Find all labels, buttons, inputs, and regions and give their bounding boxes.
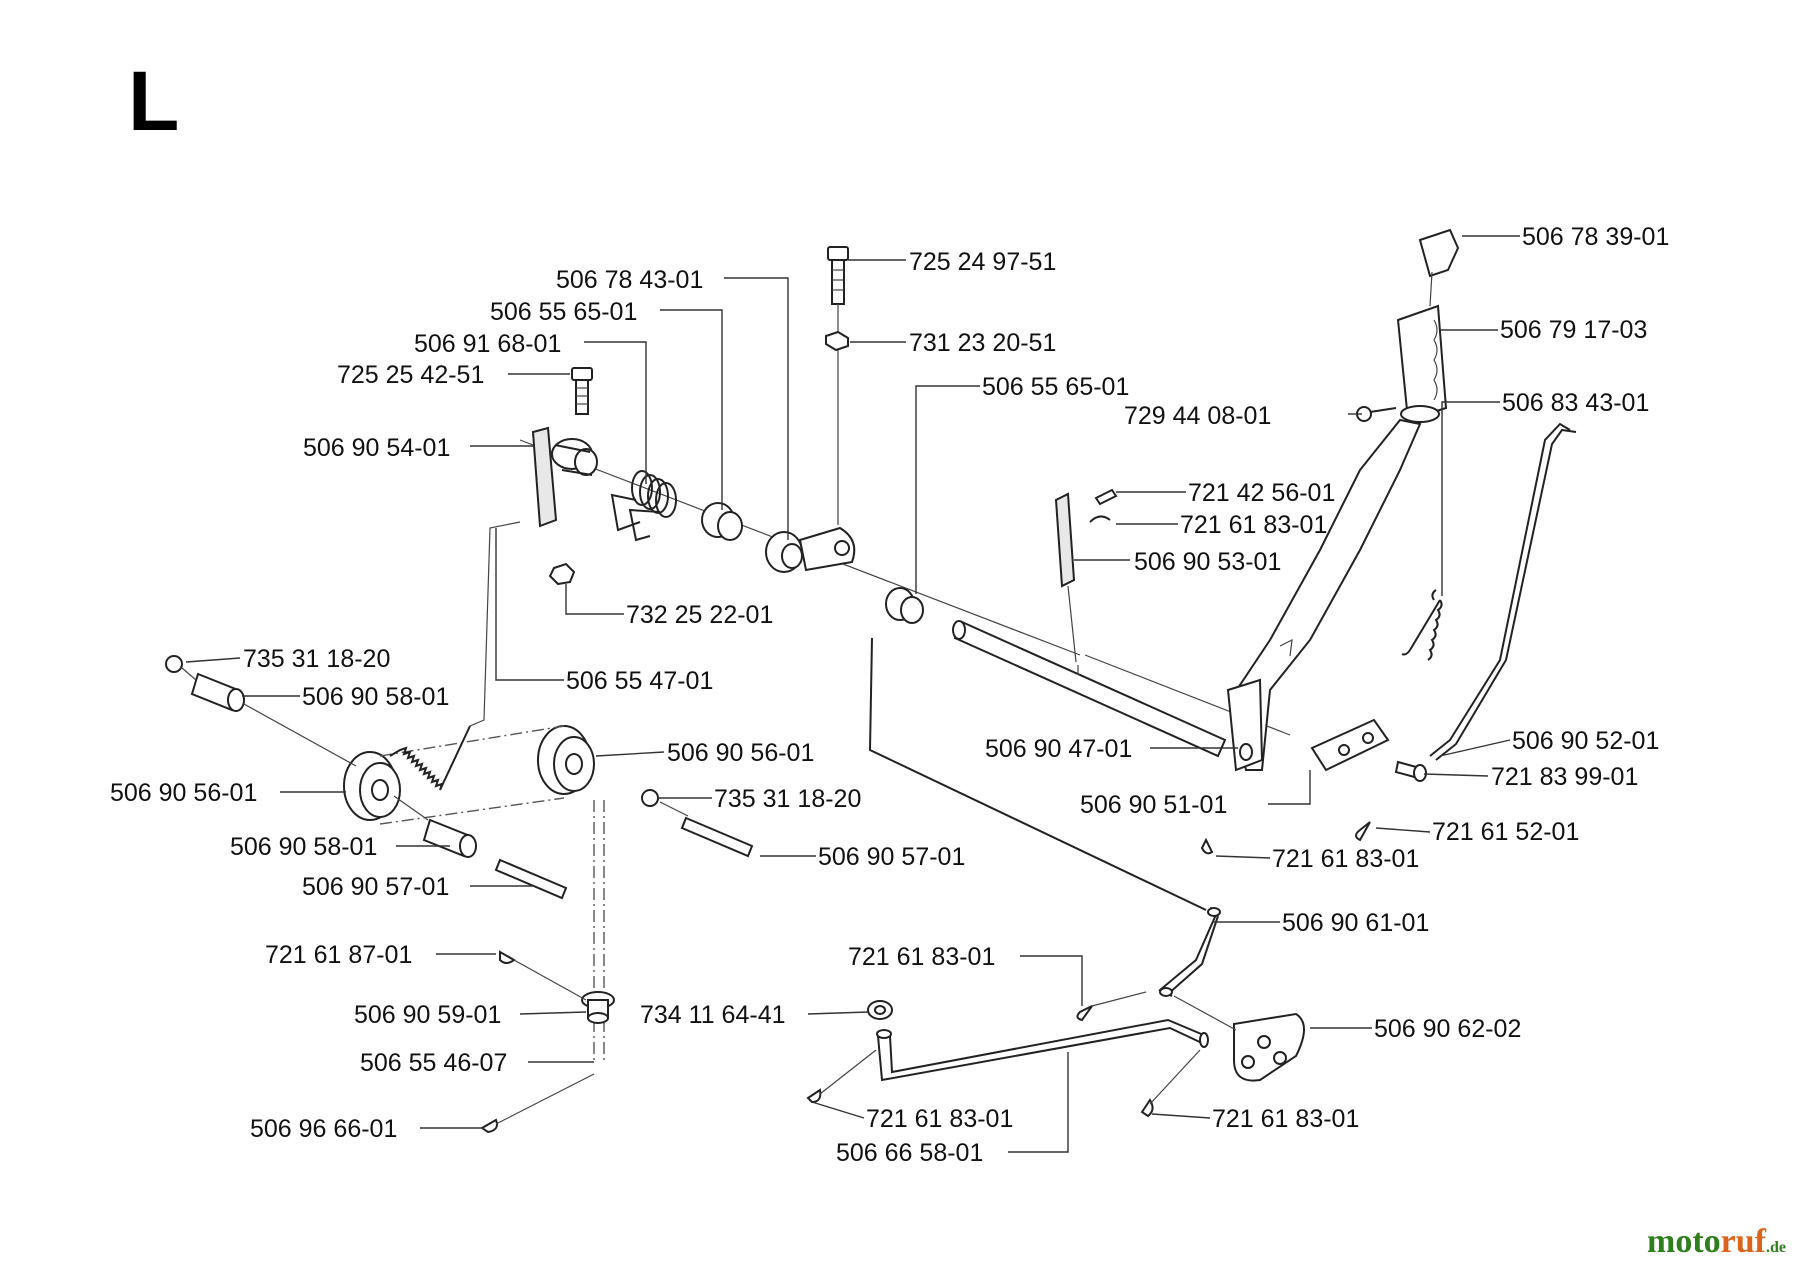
part-label[interactable]: 506 90 61-01 — [1282, 909, 1429, 937]
part-label[interactable]: 734 11 64-41 — [640, 1001, 786, 1029]
extension-spring-part — [389, 725, 471, 791]
part-label[interactable]: 721 61 83-01 — [1180, 511, 1327, 539]
leader-lines — [185, 235, 1520, 1153]
part-number-labels: 506 78 39-01 725 24 97-51 506 78 43-01 5… — [110, 223, 1669, 1167]
part-label[interactable]: 735 31 18-20 — [714, 785, 861, 813]
spacer-part — [422, 818, 477, 858]
crank-rod-part — [868, 637, 1221, 997]
cotter-pin-part — [1200, 837, 1214, 855]
nut-part — [548, 562, 576, 586]
bolt-part — [571, 367, 593, 415]
site-watermark: motoruf.de — [1647, 1223, 1786, 1260]
diagram-title: L — [128, 54, 179, 148]
lever-arm-main-part — [1226, 418, 1422, 772]
spacer-part — [190, 672, 245, 712]
part-label[interactable]: 506 55 65-01 — [490, 298, 637, 326]
part-label[interactable]: 721 42 56-01 — [1188, 479, 1335, 507]
part-label[interactable]: 506 90 56-01 — [667, 739, 814, 767]
cotter-pin-part — [806, 1088, 822, 1104]
washer-part — [867, 1000, 893, 1020]
part-label[interactable]: 506 90 54-01 — [303, 434, 450, 462]
part-label[interactable]: 725 24 97-51 — [909, 248, 1056, 276]
part-label[interactable]: 506 78 39-01 — [1522, 223, 1669, 251]
part-label[interactable]: 506 90 57-01 — [302, 873, 449, 901]
lever-grip-part — [1396, 228, 1460, 423]
long-rod-part — [1429, 422, 1577, 761]
part-label[interactable]: 506 91 68-01 — [414, 330, 561, 358]
bushing-part — [701, 502, 743, 541]
part-label[interactable]: 506 55 46-07 — [360, 1049, 507, 1077]
part-label[interactable]: 506 90 52-01 — [1512, 727, 1659, 755]
torsion-spring-part — [610, 470, 677, 542]
extension-spring-part — [1401, 589, 1443, 661]
part-label[interactable]: 721 61 83-01 — [1272, 845, 1419, 873]
part-label[interactable]: 506 78 43-01 — [556, 266, 703, 294]
part-label[interactable]: 506 90 58-01 — [230, 833, 377, 861]
part-label[interactable]: 721 61 83-01 — [848, 943, 995, 971]
bracket-part — [531, 426, 598, 528]
part-label[interactable]: 721 61 83-01 — [1212, 1105, 1359, 1133]
cotter-pin-part — [1355, 821, 1371, 842]
part-label[interactable]: 506 55 47-01 — [566, 667, 713, 695]
pulley-right-part — [537, 725, 595, 795]
bushing-part — [885, 587, 924, 624]
part-label[interactable]: 721 61 83-01 — [866, 1105, 1013, 1133]
bolt-part — [827, 246, 849, 525]
part-label[interactable]: 506 66 58-01 — [836, 1139, 983, 1167]
screw-part — [1356, 406, 1397, 422]
part-label[interactable]: 506 79 17-03 — [1500, 316, 1647, 344]
part-label[interactable]: 725 25 42-51 — [337, 361, 484, 389]
pulley-left-part — [343, 751, 401, 821]
plate-part — [1173, 995, 1305, 1082]
part-label[interactable]: 506 90 57-01 — [818, 843, 965, 871]
part-label[interactable]: 506 90 59-01 — [354, 1001, 501, 1029]
part-label[interactable]: 506 90 62-02 — [1374, 1015, 1521, 1043]
link-rod-part — [876, 1018, 1209, 1082]
part-label[interactable]: 506 90 53-01 — [1134, 548, 1281, 576]
part-label[interactable]: 732 25 22-01 — [626, 601, 773, 629]
part-label[interactable]: 506 90 58-01 — [302, 683, 449, 711]
part-label[interactable]: 731 23 20-51 — [909, 329, 1056, 357]
cotter-pin-part — [1076, 1005, 1093, 1022]
part-label[interactable]: 721 83 99-01 — [1491, 763, 1638, 791]
part-label[interactable]: 506 90 51-01 — [1080, 791, 1227, 819]
idler-part — [581, 991, 615, 1024]
nut-part — [825, 330, 849, 352]
part-label[interactable]: 506 55 65-01 — [982, 373, 1129, 401]
washer-part — [165, 655, 659, 807]
part-label[interactable]: 506 90 56-01 — [110, 779, 257, 807]
part-label[interactable]: 721 61 87-01 — [265, 941, 412, 969]
pin-part — [1394, 760, 1427, 782]
cotter-pin-part — [499, 950, 516, 964]
part-label[interactable]: 506 96 66-01 — [250, 1115, 397, 1143]
lever-arm-part — [765, 526, 856, 573]
cotter-pin-part — [480, 1118, 498, 1134]
assembly-drawing — [165, 228, 1577, 1134]
main-shaft-part — [952, 620, 1227, 758]
part-label[interactable]: 506 83 43-01 — [1502, 389, 1649, 417]
pedal-link-part — [1054, 488, 1118, 663]
part-label[interactable]: 729 44 08-01 — [1124, 402, 1271, 430]
cotter-pin-part — [1140, 1098, 1154, 1118]
part-label[interactable]: 506 90 47-01 — [985, 735, 1132, 763]
part-label[interactable]: 735 31 18-20 — [243, 645, 390, 673]
axle-part — [494, 816, 754, 900]
bracket-link-part — [1310, 718, 1390, 772]
part-label[interactable]: 721 61 52-01 — [1432, 818, 1579, 846]
